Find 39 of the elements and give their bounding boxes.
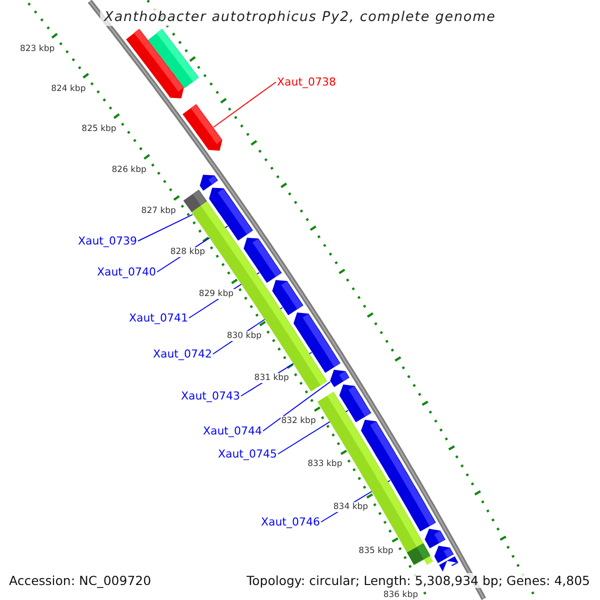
scale-label: 823 kbp — [19, 44, 56, 54]
gene-block — [200, 174, 218, 191]
leader-line — [262, 381, 331, 432]
scale-label: 828 kbp — [169, 247, 206, 258]
scale-label: 825 kbp — [80, 124, 118, 134]
gene-block — [294, 312, 340, 373]
gene-label: Xaut_0742 — [152, 348, 212, 360]
scale-label: 830 kbp — [226, 330, 262, 341]
gene-block — [272, 280, 304, 316]
gene-block — [424, 528, 446, 548]
gene-block — [182, 104, 222, 151]
accession-text: Accession: NC_009720 — [7, 573, 154, 588]
gene-label: Xaut_0740 — [96, 266, 156, 278]
leader-line — [138, 214, 194, 242]
gene-block — [434, 546, 454, 564]
scale-label: 832 kbp — [280, 416, 317, 426]
scale-label: 834 kbp — [332, 502, 370, 512]
scale-label: 826 kbp — [110, 164, 148, 175]
gene-label: Xaut_0739 — [78, 234, 137, 248]
scale-label: 833 kbp — [306, 458, 344, 469]
gene-label: Xaut_0744 — [202, 424, 262, 438]
scale-label: 829 kbp — [198, 288, 234, 299]
gene-label: Xaut_0743 — [180, 390, 240, 402]
gene-block — [414, 556, 434, 566]
gene-block — [330, 370, 350, 388]
gene-label: Xaut_0745 — [218, 448, 277, 460]
gene-label: Xaut_0738 — [277, 76, 336, 88]
leader-line — [213, 82, 276, 128]
gene-block — [439, 556, 458, 572]
genome-stats-text: Topology: circular; Length: 5,308,934 bp; Genes: 4,805 — [244, 573, 592, 588]
scale-label: 827 kbp — [140, 206, 177, 216]
scale-label: 836 kbp — [382, 590, 419, 600]
gene-label: Xaut_0746 — [260, 516, 320, 528]
gene-block — [148, 29, 199, 88]
scale-label: 831 kbp — [253, 373, 290, 384]
gene-label: Xaut_0741 — [128, 312, 188, 324]
scale-label: 835 kbp — [358, 546, 394, 556]
scale-label: 824 kbp — [50, 84, 87, 94]
gene-block — [244, 238, 282, 283]
